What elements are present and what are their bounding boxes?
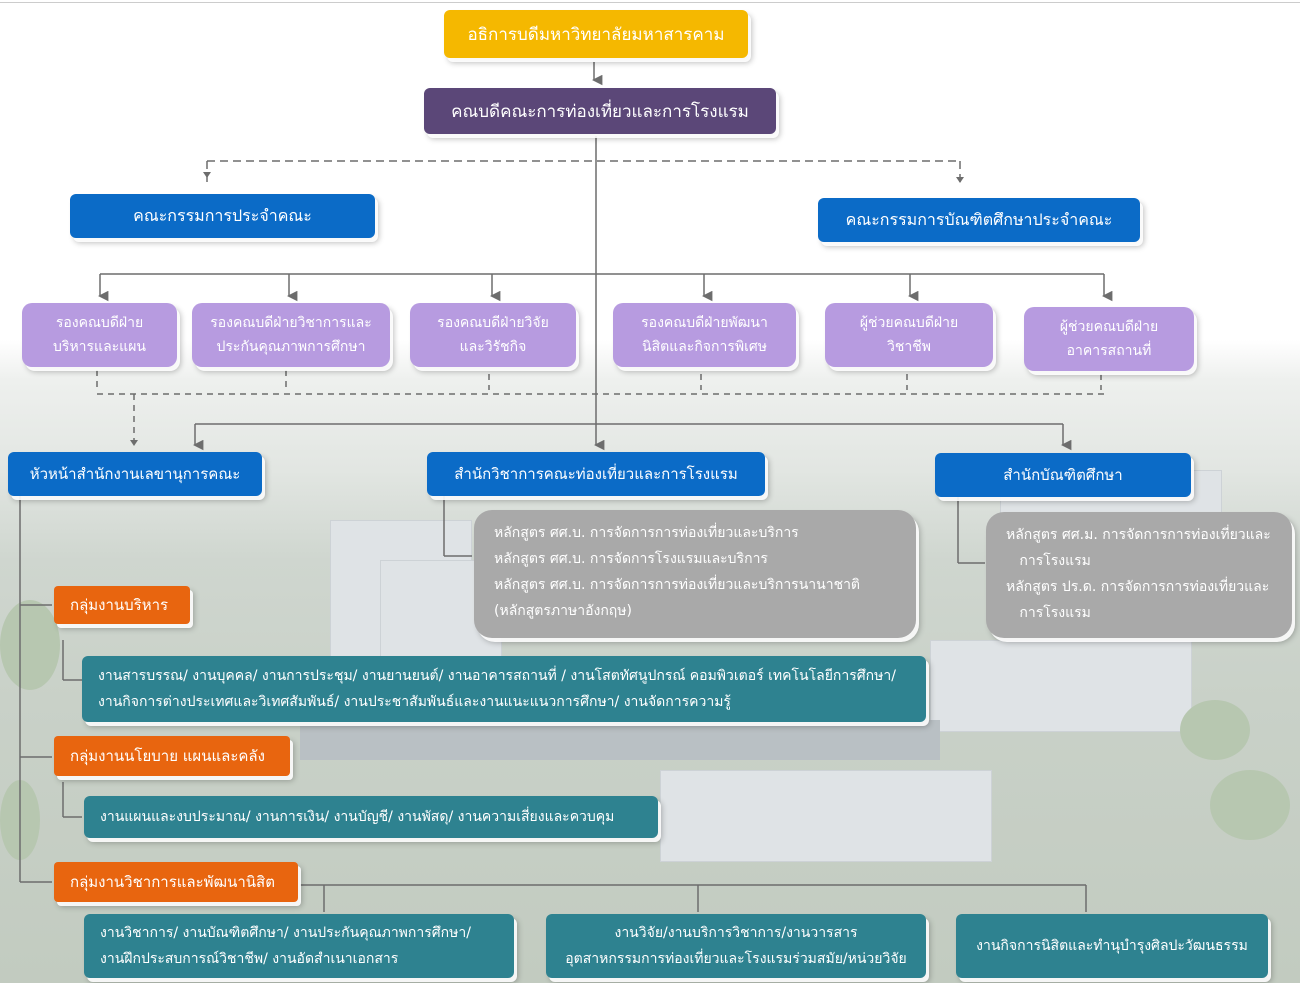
policy-group-label: กลุ่มงานนโยบาย แผนและคลัง	[70, 747, 265, 765]
deputy-admin-box: รองคณบดีฝ่าย บริหารและแผน	[22, 303, 177, 367]
academic-tasks-b-box: งานวิจัย/งานบริการวิชาการ/งานวารสาร อุตส…	[546, 914, 926, 978]
deputy-student-line1: รองคณบดีฝ่ายพัฒนา	[641, 315, 768, 331]
dean-box: คณบดีคณะการท่องเที่ยวและการโรงแรม	[424, 88, 776, 134]
policy-tasks-line1: งานแผนและงบประมาณ/ งานการเงิน/ งานบัญชี/…	[100, 809, 615, 825]
assistant-professional-line1: ผู้ช่วยคณบดีฝ่าย	[859, 315, 959, 331]
deputy-academic-line1: รองคณบดีฝ่ายวิชาการและ	[210, 315, 372, 331]
policy-tasks-box: งานแผนและงบประมาณ/ งานการเงิน/ งานบัญชี/…	[84, 796, 658, 838]
deputy-academic-box: รองคณบดีฝ่ายวิชาการและ ประกันคุณภาพการศึ…	[192, 303, 390, 367]
academic-tasks-b-line1: งานวิจัย/งานบริการวิชาการ/งานวารสาร	[614, 925, 858, 941]
deputy-research-line1: รองคณบดีฝ่ายวิจัย	[437, 315, 549, 331]
president-box: อธิการบดีมหาวิทยาลัยมหาสารคาม	[444, 10, 748, 58]
admin-tasks-line2: งานกิจการต่างประเทศและวิเทศสัมพันธ์/ งาน…	[98, 694, 731, 710]
deputy-research-line2: และวิรัชกิจ	[459, 339, 527, 355]
academic-tasks-c-box: งานกิจการนิสิตและทำนุบำรุงศิลปะวัฒนธรรม	[956, 914, 1268, 978]
deputy-student-box: รองคณบดีฝ่ายพัฒนา นิสิตและกิจการพิเศษ	[613, 303, 796, 367]
president-label: อธิการบดีมหาวิทยาลัยมหาสารคาม	[467, 24, 725, 45]
assistant-facilities-box: ผู้ช่วยคณบดีฝ่าย อาคารสถานที่	[1024, 307, 1194, 371]
academic-tasks-c-line1: งานกิจการนิสิตและทำนุบำรุงศิลปะวัฒนธรรม	[976, 938, 1248, 954]
graduate-office-label: สำนักบัณฑิตศึกษา	[1003, 466, 1123, 484]
policy-group-box: กลุ่มงานนโยบาย แผนและคลัง	[54, 736, 290, 776]
academic-tasks-a-box: งานวิชาการ/ งานบัณฑิตศึกษา/ งานประกันคุณ…	[84, 914, 514, 978]
secretary-office-box: หัวหน้าสำนักงานเลขานุการคณะ	[8, 452, 262, 496]
deputy-academic-line2: ประกันคุณภาพการศึกษา	[216, 339, 366, 355]
academic-office-box: สำนักวิชาการคณะท่องเที่ยวและการโรงแรม	[427, 452, 765, 496]
grad-program-2-cont: การโรงแรม	[1006, 605, 1091, 621]
academic-group-label: กลุ่มงานวิชาการและพัฒนานิสิต	[70, 873, 275, 891]
assistant-professional-line2: วิชาชีพ	[887, 339, 931, 355]
admin-group-box: กลุ่มงานบริหาร	[54, 586, 190, 624]
deputy-admin-line1: รองคณบดีฝ่าย	[55, 315, 144, 331]
graduate-committee-box: คณะกรรมการบัณฑิตศึกษาประจำคณะ	[818, 198, 1140, 242]
faculty-committee-box: คณะกรรมการประจำคณะ	[70, 194, 375, 238]
assistant-facilities-line1: ผู้ช่วยคณบดีฝ่าย	[1059, 319, 1159, 335]
graduate-office-box: สำนักบัณฑิตศึกษา	[935, 453, 1191, 497]
undergrad-program-1: หลักสูตร ศศ.บ. การจัดการการท่องเที่ยวและ…	[494, 525, 799, 541]
secretary-office-label: หัวหน้าสำนักงานเลขานุการคณะ	[29, 465, 241, 483]
admin-tasks-line1: งานสารบรรณ/ งานบุคคล/ งานการประชุม/ งานย…	[98, 668, 896, 684]
undergrad-programs-box: หลักสูตร ศศ.บ. การจัดการการท่องเที่ยวและ…	[474, 510, 916, 638]
deputy-student-line2: นิสิตและกิจการพิเศษ	[642, 339, 767, 355]
admin-group-label: กลุ่มงานบริหาร	[70, 596, 169, 614]
assistant-professional-box: ผู้ช่วยคณบดีฝ่าย วิชาชีพ	[825, 303, 993, 367]
academic-office-label: สำนักวิชาการคณะท่องเที่ยวและการโรงแรม	[454, 465, 738, 483]
undergrad-program-3: หลักสูตร ศศ.บ. การจัดการการท่องเที่ยวและ…	[494, 577, 861, 593]
academic-tasks-a-line2: งานฝึกประสบการณ์วิชาชีพ/ งานอัดสำเนาเอกส…	[100, 951, 399, 967]
top-divider	[0, 2, 1300, 3]
academic-group-box: กลุ่มงานวิชาการและพัฒนานิสิต	[54, 862, 298, 902]
grad-programs-box: หลักสูตร ศศ.ม. การจัดการการท่องเที่ยวและ…	[986, 512, 1292, 638]
deputy-research-box: รองคณบดีฝ่ายวิจัย และวิรัชกิจ	[410, 303, 576, 367]
graduate-committee-label: คณะกรรมการบัณฑิตศึกษาประจำคณะ	[845, 209, 1113, 229]
faculty-committee-label: คณะกรรมการประจำคณะ	[133, 205, 312, 225]
assistant-facilities-line2: อาคารสถานที่	[1066, 343, 1152, 359]
grad-program-2: หลักสูตร ปร.ด. การจัดการการท่องเที่ยวและ	[1006, 579, 1270, 595]
academic-tasks-a-line1: งานวิชาการ/ งานบัณฑิตศึกษา/ งานประกันคุณ…	[100, 925, 471, 941]
undergrad-program-3-note: (หลักสูตรภาษาอังกฤษ)	[494, 603, 632, 619]
academic-tasks-b-line2: อุตสาหกรรมการท่องเที่ยวและโรงแรมร่วมสมัย…	[565, 951, 907, 967]
grad-program-1: หลักสูตร ศศ.ม. การจัดการการท่องเที่ยวและ	[1006, 527, 1271, 543]
admin-tasks-box: งานสารบรรณ/ งานบุคคล/ งานการประชุม/ งานย…	[82, 656, 926, 722]
grad-program-1-cont: การโรงแรม	[1006, 553, 1091, 569]
deputy-admin-line2: บริหารและแผน	[53, 339, 146, 355]
undergrad-program-2: หลักสูตร ศศ.บ. การจัดการโรงแรมและบริการ	[494, 551, 768, 567]
dean-label: คณบดีคณะการท่องเที่ยวและการโรงแรม	[451, 101, 749, 122]
